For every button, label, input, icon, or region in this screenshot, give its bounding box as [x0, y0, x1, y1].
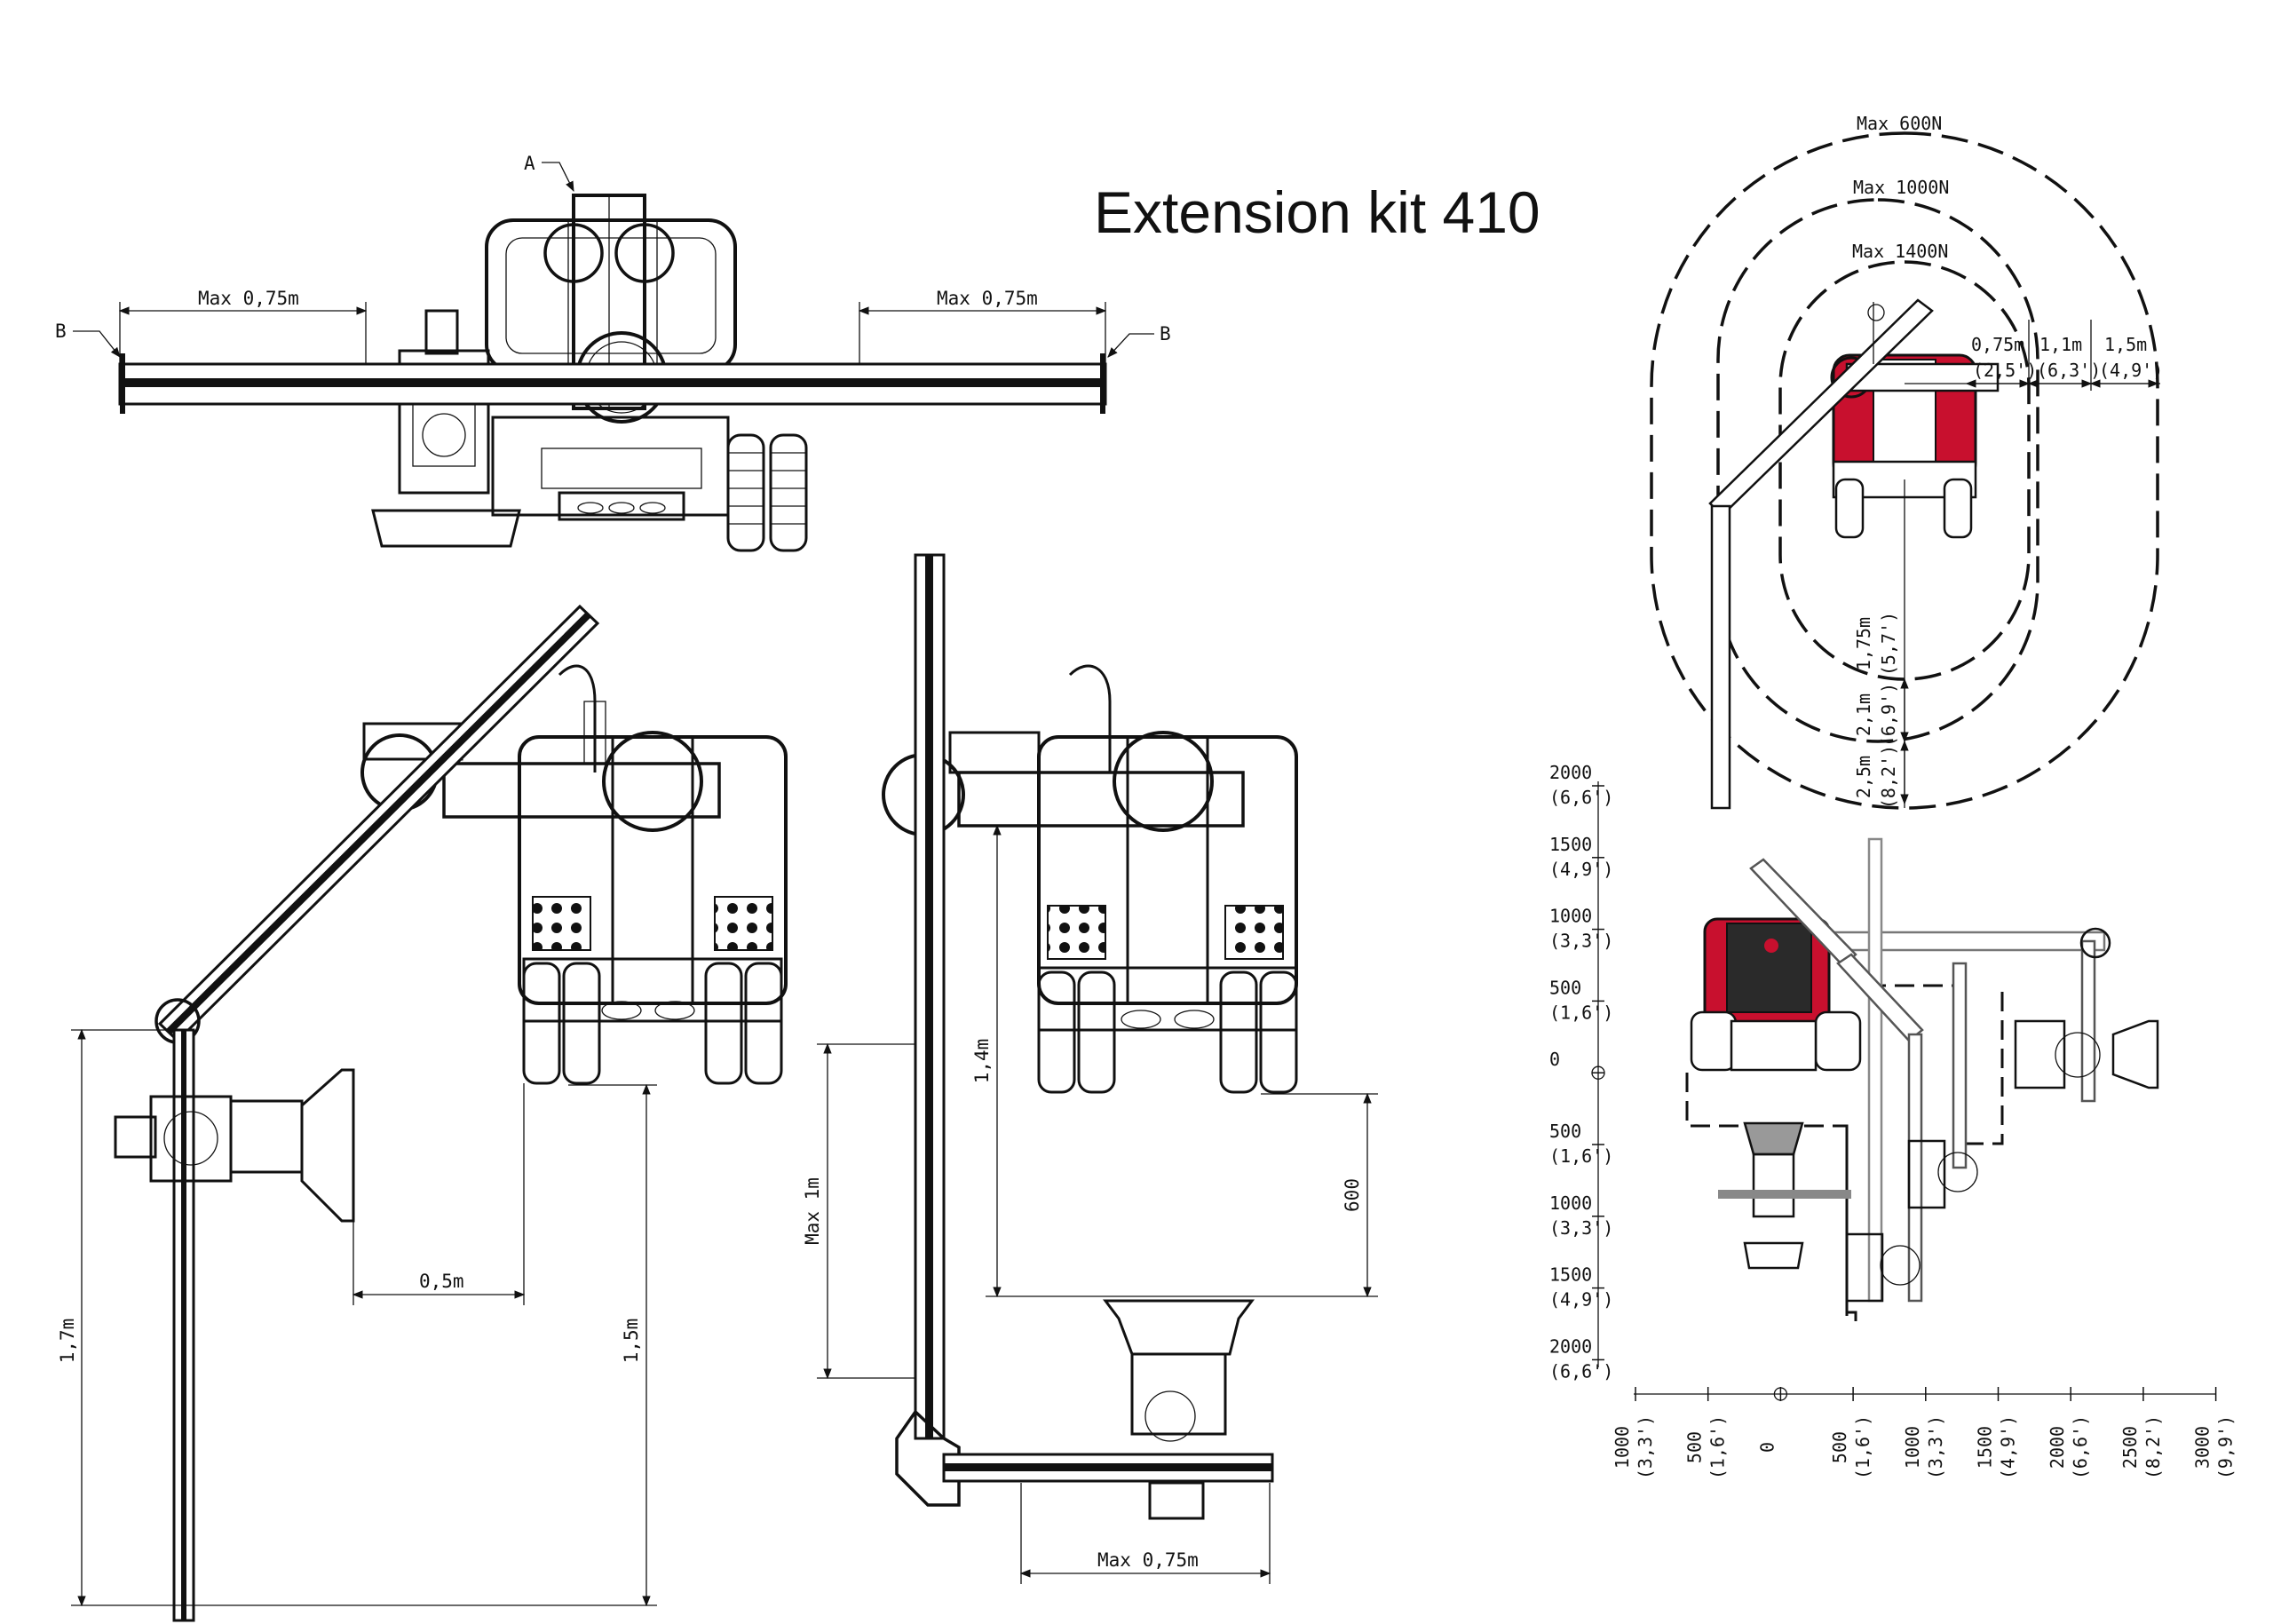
side-view-left: 1,7m 0,5m 1,5m [57, 604, 788, 1622]
workspace-grid: 2000(6,6')1500(4,9')1000(3,3')500(1,6')0… [1549, 762, 2237, 1479]
v1-ft: (5,7') [1878, 612, 1899, 676]
y-tick-label-ft: (4,9') [1549, 1289, 1613, 1311]
label-max-600n: Max 600N [1857, 113, 1942, 134]
tool-plate [371, 509, 521, 548]
v2-ft: (6,9') [1878, 683, 1899, 747]
label-max-1400n: Max 1400N [1852, 241, 1948, 262]
label-a: A [524, 153, 535, 174]
r1-ft: (2,5') [1973, 360, 2037, 381]
y-tick-label-ft: (4,9') [1549, 859, 1613, 880]
origin-marker [1773, 1387, 1788, 1401]
load-rings: Max 600N Max 1000N Max 1400N 0,75m (2,5'… [1650, 113, 2163, 810]
dim-max-height: Max 1m [802, 1177, 823, 1245]
label-max-1000n: Max 1000N [1853, 177, 1949, 198]
dim-upper: 1,4m [971, 1039, 993, 1084]
y-tick-label-ft: (3,3') [1549, 1217, 1613, 1239]
y-tick-label: 500 [1549, 977, 1581, 998]
dim-600: 600 [1342, 1178, 1363, 1212]
y-tick-label-ft: (6,6') [1549, 787, 1613, 808]
dim-max-left: Max 0,75m [198, 288, 299, 309]
y-tick-label-ft: (6,6') [1549, 1360, 1613, 1382]
y-tick-label: 1000 [1549, 1192, 1592, 1214]
x-tick-label-ft: (3,3') [1635, 1415, 1656, 1479]
r2-m: 1,1m [2039, 334, 2082, 355]
dim-horizontal: Max 0,75m [1097, 1549, 1199, 1571]
y-tick-label-ft: (3,3') [1549, 931, 1613, 952]
r2-ft: (6,3') [2037, 360, 2101, 381]
dim-offset: 0,5m [419, 1271, 464, 1292]
x-tick-label: 1000 [1902, 1426, 1923, 1469]
page-title: Extension kit 410 [1094, 179, 1540, 245]
ring-1000n [1716, 198, 2039, 743]
x-tick-label-ft: (3,3') [1925, 1415, 1946, 1479]
r3-m: 1,5m [2104, 334, 2147, 355]
side-view-right: Max 1m 1,4m 600 Max 0,75m [802, 553, 1378, 1584]
x-tick-label: 1000 [1612, 1426, 1633, 1469]
x-tick-label: 2000 [2047, 1426, 2068, 1469]
label-b-left: B [55, 321, 67, 342]
x-tick-label-ft: (9,9') [2215, 1415, 2237, 1479]
x-tick-label: 3000 [2192, 1426, 2214, 1469]
x-tick-label: 500 [1684, 1431, 1706, 1463]
x-tick-label-ft: (1,6') [1852, 1415, 1873, 1479]
x-tick-label-ft: (6,6') [2070, 1415, 2091, 1479]
v3-m: 2,5m [1853, 756, 1874, 798]
tool-plate [1103, 1299, 1255, 1356]
machine-body [485, 218, 737, 373]
y-tick-label: 1500 [1549, 834, 1592, 855]
x-tick-label: 0 [1756, 1442, 1778, 1453]
dim-reach: 1,5m [621, 1319, 642, 1364]
v1-m: 1,75m [1853, 617, 1874, 670]
x-tick-label: 2500 [2119, 1426, 2141, 1469]
y-tick-label: 2000 [1549, 1335, 1592, 1357]
x-tick-label: 1500 [1975, 1426, 1996, 1469]
r3-ft: (4,9') [2099, 360, 2163, 381]
y-tick-label: 1500 [1549, 1264, 1592, 1286]
x-tick-label-ft: (1,6') [1707, 1415, 1729, 1479]
top-view: Max 0,75m Max 0,75m A B B [55, 153, 1171, 552]
y-tick-label: 2000 [1549, 762, 1592, 783]
y-tick-label: 500 [1549, 1121, 1581, 1142]
dim-max-right: Max 0,75m [937, 288, 1038, 309]
ring-1400n [1778, 260, 2031, 681]
y-tick-label-ft: (1,6') [1549, 1145, 1613, 1167]
y-tick-label-ft: (1,6') [1549, 1002, 1613, 1023]
label-b-right: B [1160, 323, 1171, 345]
x-tick-label: 500 [1829, 1431, 1850, 1463]
x-tick-label-ft: (8,2') [2142, 1415, 2164, 1479]
y-tick-label: 1000 [1549, 906, 1592, 927]
x-tick-label-ft: (4,9') [1998, 1415, 2019, 1479]
v2-m: 2,1m [1853, 693, 1874, 736]
ring-600n [1650, 131, 2159, 810]
dim-height: 1,7m [57, 1319, 78, 1364]
origin-marker [1591, 1066, 1605, 1080]
v3-ft: (8,2') [1878, 745, 1899, 809]
r1-m: 0,75m [1971, 334, 2024, 355]
y-tick-label: 0 [1549, 1049, 1560, 1070]
tool-plate [300, 1068, 355, 1223]
